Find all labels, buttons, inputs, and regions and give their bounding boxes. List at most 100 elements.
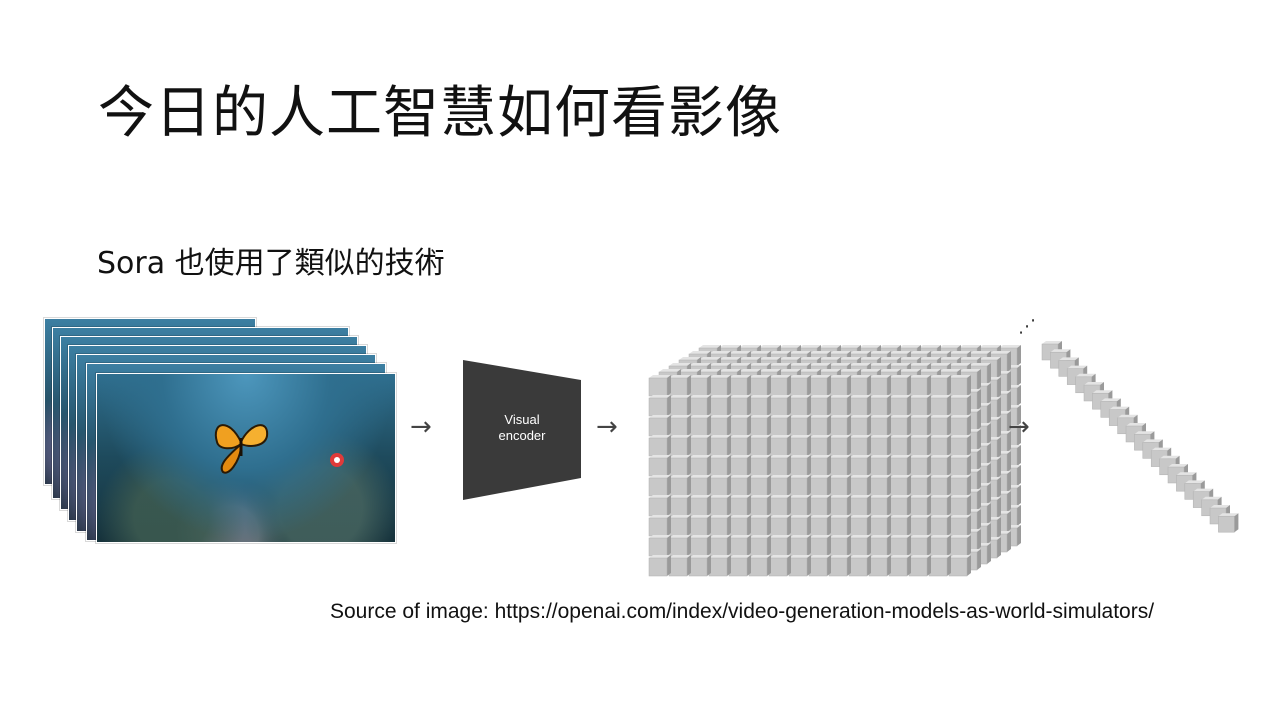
patch-cube: [848, 455, 871, 477]
slide-subtitle: Sora 也使用了類似的技術: [97, 246, 445, 281]
red-coral-icon: [330, 453, 344, 467]
patch-cube: [688, 435, 711, 457]
patch-cube: [788, 435, 811, 457]
patch-cube: [908, 515, 931, 537]
patch-cube: [928, 435, 951, 457]
patch-cube: [688, 475, 711, 497]
patch-cube: [728, 435, 751, 457]
patch-cube: [708, 435, 731, 457]
patch-cube: [708, 415, 731, 437]
patch-cube: [848, 495, 871, 517]
patch-cube: [788, 535, 811, 557]
patch-cube: [768, 375, 791, 397]
encoder-label-line1: Visual: [504, 412, 540, 427]
slide-title: 今日的人工智慧如何看影像: [98, 81, 782, 146]
token-cube: [1041, 341, 1062, 361]
patch-cube: [668, 475, 691, 497]
patch-cube: [828, 495, 851, 517]
patch-cube: [808, 555, 831, 577]
patch-cube: [948, 415, 971, 437]
patch-cube: [728, 395, 751, 417]
patch-cube: [728, 555, 751, 577]
patch-cube: [728, 375, 751, 397]
patch-cube: [688, 495, 711, 517]
patch-cube: [728, 415, 751, 437]
patch-cube: [788, 515, 811, 537]
patch-cube: [768, 515, 791, 537]
patch-cube: [948, 515, 971, 537]
patch-cube: [808, 435, 831, 457]
patch-cube: [688, 555, 711, 577]
patch-cube: [648, 515, 671, 537]
patch-cube: [848, 555, 871, 577]
patch-cube: [828, 515, 851, 537]
image-source-citation: Source of image: https://openai.com/inde…: [330, 600, 1155, 623]
patch-cube: [948, 455, 971, 477]
patch-cube: [748, 515, 771, 537]
patch-cube: [668, 415, 691, 437]
patch-cube: [948, 495, 971, 517]
patch-cube: [708, 495, 731, 517]
patch-cube: [728, 495, 751, 517]
patch-cube: [688, 375, 711, 397]
patch-cube: [728, 515, 751, 537]
patch-cube: [868, 555, 891, 577]
patch-cube: [728, 455, 751, 477]
encoder-label: Visual encoder: [463, 412, 581, 444]
patch-cube: [788, 395, 811, 417]
patch-cube: [648, 475, 671, 497]
patch-cube: [928, 455, 951, 477]
patch-cube: [848, 475, 871, 497]
patch-cube: [888, 495, 911, 517]
patch-cube: [708, 395, 731, 417]
patch-cube: [788, 475, 811, 497]
patch-cube: [928, 375, 951, 397]
patch-cube: [868, 415, 891, 437]
patch-cube: [928, 535, 951, 557]
patch-cube: [888, 555, 911, 577]
patch-cube: [648, 455, 671, 477]
patch-cube: [788, 375, 811, 397]
patch-cube: [908, 375, 931, 397]
patch-cube: [908, 535, 931, 557]
patch-cube: [888, 535, 911, 557]
token-cube: [1218, 513, 1239, 533]
arrow-icon: →: [1008, 412, 1030, 442]
patch-cube: [868, 455, 891, 477]
patch-cube: [788, 415, 811, 437]
patch-cube: [908, 455, 931, 477]
patch-cube: [828, 375, 851, 397]
patch-cube: [748, 395, 771, 417]
patch-cube: [908, 395, 931, 417]
patch-cube: [948, 395, 971, 417]
patch-cube: [888, 515, 911, 537]
patch-cube: [708, 515, 731, 537]
patch-cube: [768, 555, 791, 577]
patch-cube: [888, 375, 911, 397]
patch-cube: [768, 455, 791, 477]
patch-cube: [688, 455, 711, 477]
patch-cube: [888, 395, 911, 417]
patch-cube: [928, 495, 951, 517]
patch-cube: [848, 535, 871, 557]
patch-cube: [768, 475, 791, 497]
patch-cube: [768, 395, 791, 417]
patch-cube: [708, 475, 731, 497]
patch-cube: [828, 415, 851, 437]
arrow-icon: →: [410, 412, 432, 442]
patch-cube: [848, 435, 871, 457]
patch-cube: [728, 475, 751, 497]
patch-cube: [748, 495, 771, 517]
patch-cube: [808, 495, 831, 517]
patch-cube: [808, 375, 831, 397]
patch-cube: [808, 455, 831, 477]
patch-cube: [888, 415, 911, 437]
patch-cube: [808, 415, 831, 437]
patch-cube: [948, 435, 971, 457]
patch-cube: [868, 515, 891, 537]
patch-cube: [768, 415, 791, 437]
patch-cube: [868, 395, 891, 417]
patch-cube: [748, 555, 771, 577]
patch-cube: [868, 375, 891, 397]
patch-cube: [708, 375, 731, 397]
